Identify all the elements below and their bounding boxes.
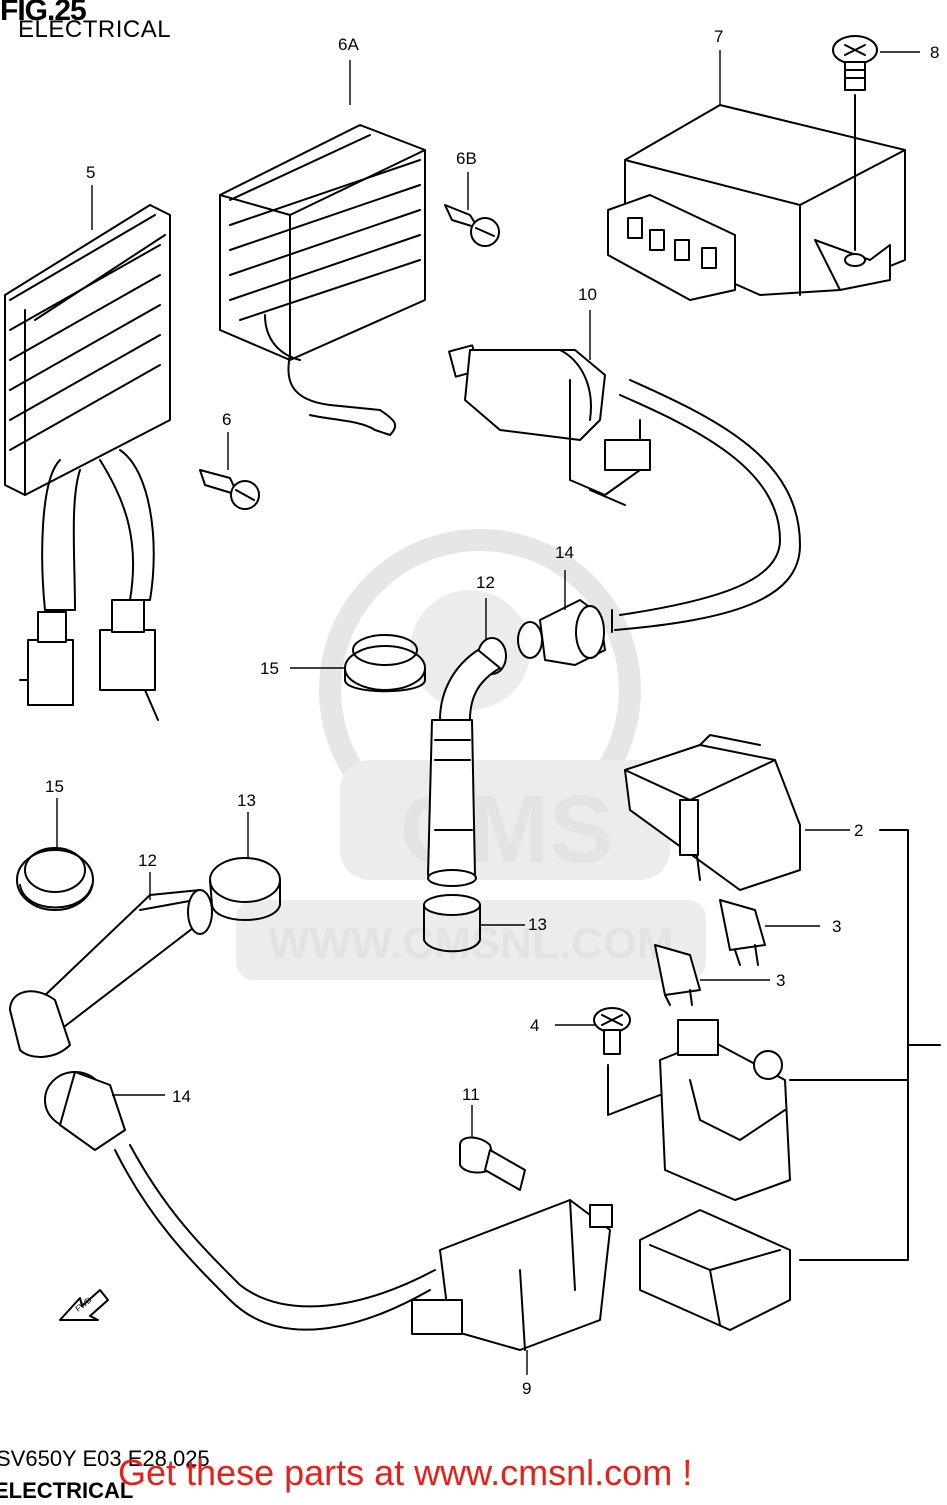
part-6-bolt[interactable] bbox=[199, 469, 260, 510]
callout-12-upper: 12 bbox=[476, 573, 495, 592]
callout-9: 9 bbox=[522, 1379, 531, 1398]
part-6a-regulator[interactable] bbox=[219, 124, 426, 436]
callout-8: 8 bbox=[930, 43, 939, 62]
figure-subtitle: ELECTRICAL bbox=[18, 16, 172, 43]
callouts: 6A 7 8 5 6B 10 6 14 12 15 15 13 12 2 13 … bbox=[45, 27, 939, 1398]
callout-15-lower: 15 bbox=[45, 777, 64, 796]
group-bracket-2 bbox=[789, 829, 941, 1261]
part-14-cap-lower[interactable] bbox=[44, 1071, 436, 1331]
model-code: SV650Y E03 E28 025 bbox=[0, 1446, 210, 1471]
part-7-igniter[interactable] bbox=[607, 104, 906, 301]
starter-relay[interactable] bbox=[639, 1019, 791, 1331]
leader-lines bbox=[56, 50, 920, 1375]
part-6b-bolt[interactable] bbox=[444, 204, 500, 247]
callout-13-upper: 13 bbox=[237, 791, 256, 810]
part-3-fuse-a[interactable] bbox=[719, 899, 766, 966]
part-13-cap-lower[interactable] bbox=[423, 894, 481, 953]
callout-6: 6 bbox=[222, 410, 231, 429]
part-12-plug-cap-lower[interactable] bbox=[9, 889, 213, 1058]
callout-14-lower: 14 bbox=[172, 1087, 191, 1106]
watermark: CMS WWW.CMSNL.COM bbox=[236, 529, 706, 980]
callout-3-b: 3 bbox=[776, 971, 785, 990]
callout-2: 2 bbox=[854, 821, 863, 840]
callout-5: 5 bbox=[86, 163, 95, 182]
part-12-plug-cap-upper[interactable] bbox=[427, 637, 507, 887]
callout-6a: 6A bbox=[338, 35, 359, 54]
model-subtitle: ELECTRICAL bbox=[0, 1478, 134, 1503]
part-2-fuse-box[interactable] bbox=[624, 734, 801, 891]
part-15-grommet-lower[interactable] bbox=[16, 847, 94, 911]
part-11-bolt[interactable] bbox=[459, 1136, 526, 1191]
callout-15-upper: 15 bbox=[260, 659, 279, 678]
promo-link[interactable]: Get these parts at www.cmsnl.com ! bbox=[118, 1452, 693, 1493]
callout-7: 7 bbox=[714, 27, 723, 46]
callout-4: 4 bbox=[530, 1016, 539, 1035]
part-10-ignition-coil[interactable] bbox=[448, 344, 801, 633]
part-3-fuse-b[interactable] bbox=[654, 944, 701, 1006]
callout-11: 11 bbox=[462, 1085, 480, 1104]
watermark-url: WWW.CMSNL.COM bbox=[268, 919, 674, 968]
part-8-screw[interactable] bbox=[832, 35, 878, 251]
callout-13-lower: 13 bbox=[528, 915, 547, 934]
part-13-cap-upper[interactable] bbox=[209, 857, 281, 921]
part-9-ignition-coil[interactable] bbox=[411, 1199, 613, 1351]
figure-title: FIG.25 bbox=[0, 0, 87, 27]
fwd-arrow: FWD bbox=[59, 1289, 109, 1321]
callout-6b: 6B bbox=[456, 149, 477, 168]
part-5-regulator-rectifier[interactable] bbox=[4, 204, 171, 721]
part-4-screw[interactable] bbox=[593, 1007, 661, 1116]
callout-12-lower: 12 bbox=[138, 851, 157, 870]
part-15-grommet-upper[interactable] bbox=[344, 634, 426, 693]
callout-14-upper: 14 bbox=[555, 543, 574, 562]
callout-10: 10 bbox=[578, 285, 597, 304]
callout-3-a: 3 bbox=[832, 917, 841, 936]
part-14-cap-upper[interactable] bbox=[517, 599, 606, 666]
